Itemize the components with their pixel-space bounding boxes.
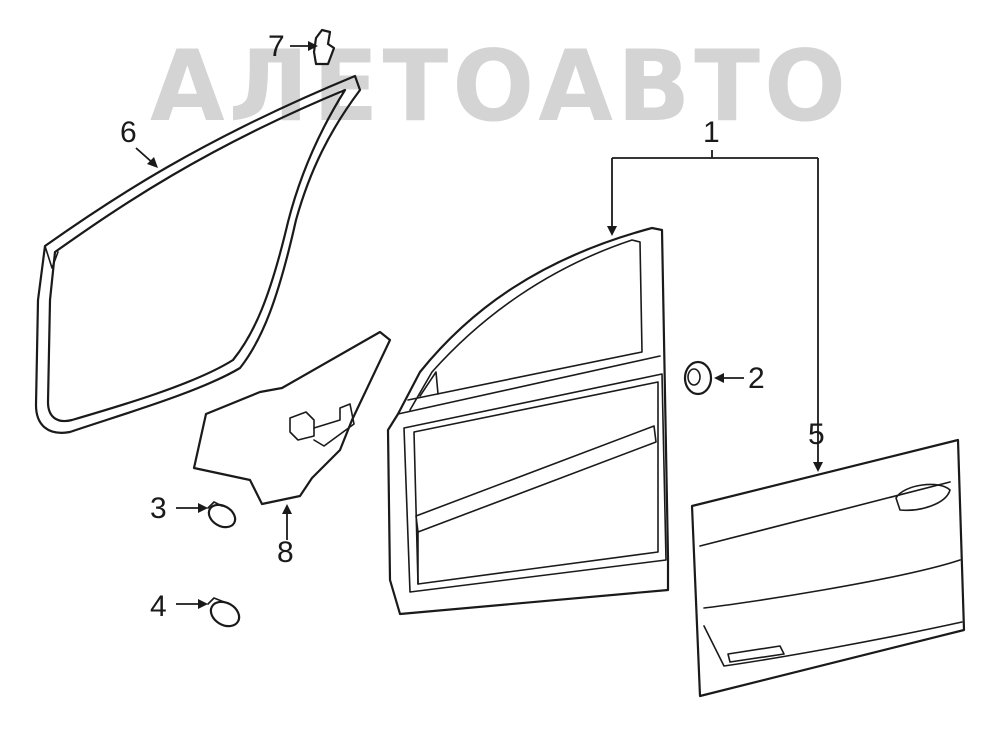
leader-lines (135, 41, 823, 609)
callout-6: 6 (120, 116, 137, 149)
bolt-part-4 (207, 597, 241, 628)
door-shell (386, 226, 670, 616)
callout-7: 7 (268, 30, 285, 63)
watermark-logo: АЛЕТОАВТО (150, 30, 850, 144)
door-weatherstrip-seal (34, 74, 362, 434)
callout-5: 5 (808, 418, 825, 451)
grommet-part-2 (683, 360, 713, 396)
callout-3: 3 (150, 492, 167, 525)
door-inner-bracket (192, 330, 392, 506)
watermark-text: АЛЕТОАВТО (150, 30, 850, 144)
callout-8: 8 (277, 536, 294, 569)
callout-4: 4 (150, 590, 167, 623)
callout-1: 1 (703, 116, 720, 149)
clip-part-7 (312, 28, 336, 66)
door-outer-panel (690, 438, 966, 698)
callout-2: 2 (748, 362, 765, 395)
bolt-part-3 (207, 501, 237, 529)
